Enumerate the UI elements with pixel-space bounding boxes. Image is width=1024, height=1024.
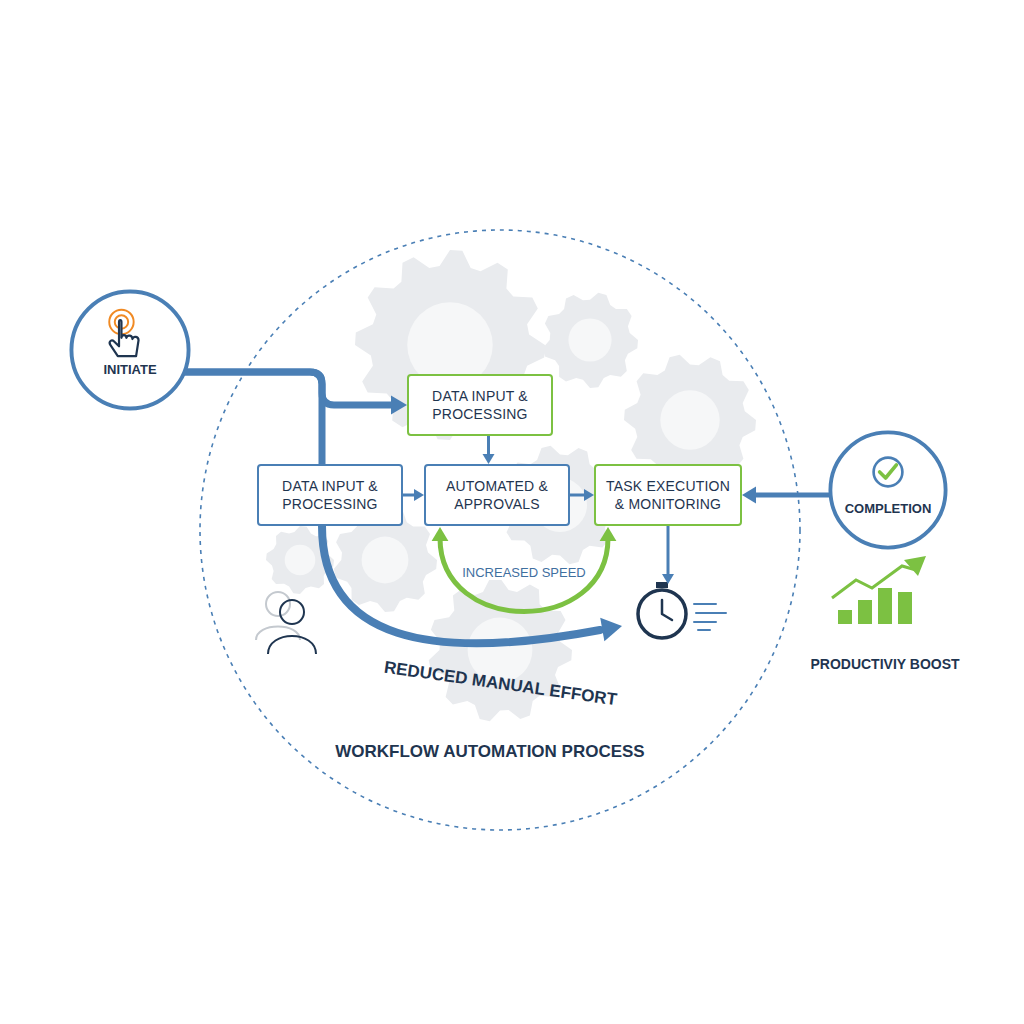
process-box: TASK EXECUTION & MONITORING	[594, 464, 742, 526]
process-box: DATA INPUT & PROCESSING	[257, 464, 403, 526]
process-label: DATA INPUT & PROCESSING	[267, 477, 393, 513]
person-icon	[256, 592, 316, 654]
process-box: DATA INPUT & PROCESSING	[407, 374, 553, 436]
effort-arrow-line	[322, 526, 600, 643]
process-box: AUTOMATED & APPROVALS	[424, 464, 570, 526]
gear-hole	[285, 545, 316, 576]
process-label: AUTOMATED & APPROVALS	[434, 477, 560, 513]
process-label: TASK EXECUTION & MONITORING	[604, 477, 732, 513]
benefit-label: PRODUCTIVIY BOOST	[810, 656, 959, 672]
arrow-head	[414, 489, 424, 501]
arrow-head	[391, 395, 407, 414]
flow-connector	[570, 489, 594, 501]
arrow-head	[584, 489, 594, 501]
circle-outline	[69, 289, 191, 411]
stopwatch-icon	[638, 582, 726, 638]
gear-hole	[362, 537, 409, 584]
terminal-label: INITIATE	[103, 362, 156, 377]
gear-hole	[660, 390, 719, 449]
stopwatch-arrow	[667, 526, 670, 574]
circle-border	[830, 432, 945, 547]
connector-line	[440, 538, 608, 612]
diagram-title: WORKFLOW AUTOMATION PROCESS	[335, 742, 644, 762]
gear-hole	[568, 318, 611, 361]
connector-line	[752, 493, 831, 498]
connector-line	[184, 372, 397, 405]
arrow-head	[600, 527, 617, 541]
flow-connector	[432, 527, 617, 612]
productivity-chart-icon	[832, 556, 926, 624]
terminal-circle: COMPLETION	[828, 430, 948, 550]
process-label: DATA INPUT & PROCESSING	[417, 387, 543, 423]
connector-line	[487, 436, 490, 456]
check-icon	[880, 465, 897, 478]
terminal-circle: INITIATE	[69, 289, 191, 411]
edge-label: INCREASED SPEED	[459, 565, 589, 580]
check-ring	[874, 458, 903, 487]
circle-outline	[828, 430, 948, 550]
arrow-head	[432, 527, 449, 541]
flow-connector	[742, 487, 831, 504]
arrow-head	[742, 487, 756, 504]
arrow-head	[662, 574, 674, 584]
arrow-head	[600, 618, 622, 642]
flow-connector	[483, 436, 495, 464]
connector-line	[184, 372, 322, 464]
gear	[355, 250, 545, 440]
dashed-boundary	[200, 230, 800, 830]
circle-border	[71, 291, 188, 408]
flow-connector	[184, 372, 322, 464]
hand-icon	[110, 320, 139, 356]
effort-arrow	[322, 526, 674, 643]
gear-illustration	[266, 250, 756, 721]
arrow-head	[483, 454, 495, 464]
gear	[543, 293, 638, 388]
terminal-label: COMPLETION	[845, 501, 932, 516]
connector-line	[570, 494, 586, 497]
flow-connector	[184, 372, 407, 415]
flow-connector	[403, 489, 424, 501]
